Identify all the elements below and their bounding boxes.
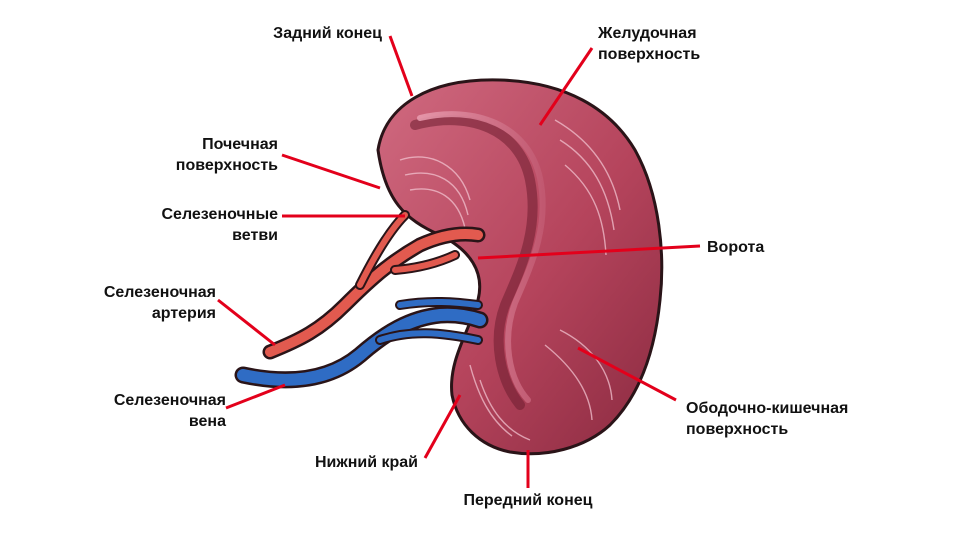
label-colic-surface: Ободочно-кишечная поверхность	[686, 400, 849, 438]
surface-hatching	[399, 119, 621, 441]
leader-splenic-vein	[225, 383, 286, 410]
leader-colic-surface	[577, 346, 677, 402]
label-posterior-end: Задний конец	[273, 25, 382, 42]
splenic-artery-vessel	[262, 210, 486, 360]
leader-hilum	[477, 244, 701, 260]
leader-renal-surface	[281, 153, 381, 190]
label-splenic-artery: Селезеночная артерия	[103, 284, 216, 322]
splenic-vein-vessel	[234, 296, 489, 389]
hilum-ridge	[417, 111, 546, 403]
label-splenic-vein: Селезеночная вена	[113, 392, 226, 430]
spleen-organ	[376, 78, 664, 456]
label-splenic-branches: Селезеночные ветви	[161, 206, 279, 244]
label-inferior-border: Нижний край	[314, 454, 418, 471]
leader-inferior-border	[423, 394, 462, 459]
label-renal-surface: Почечная поверхность	[175, 136, 278, 174]
leader-gastric-surface	[538, 47, 594, 126]
leader-posterior-end	[388, 35, 414, 97]
hilum-groove	[410, 115, 538, 410]
leader-lines	[217, 35, 701, 488]
leader-splenic-artery	[217, 298, 276, 347]
label-anterior-end: Передний конец	[463, 492, 593, 509]
label-gastric-surface: Желудочная поверхность	[598, 25, 701, 63]
label-hilum: Ворота	[707, 239, 765, 256]
